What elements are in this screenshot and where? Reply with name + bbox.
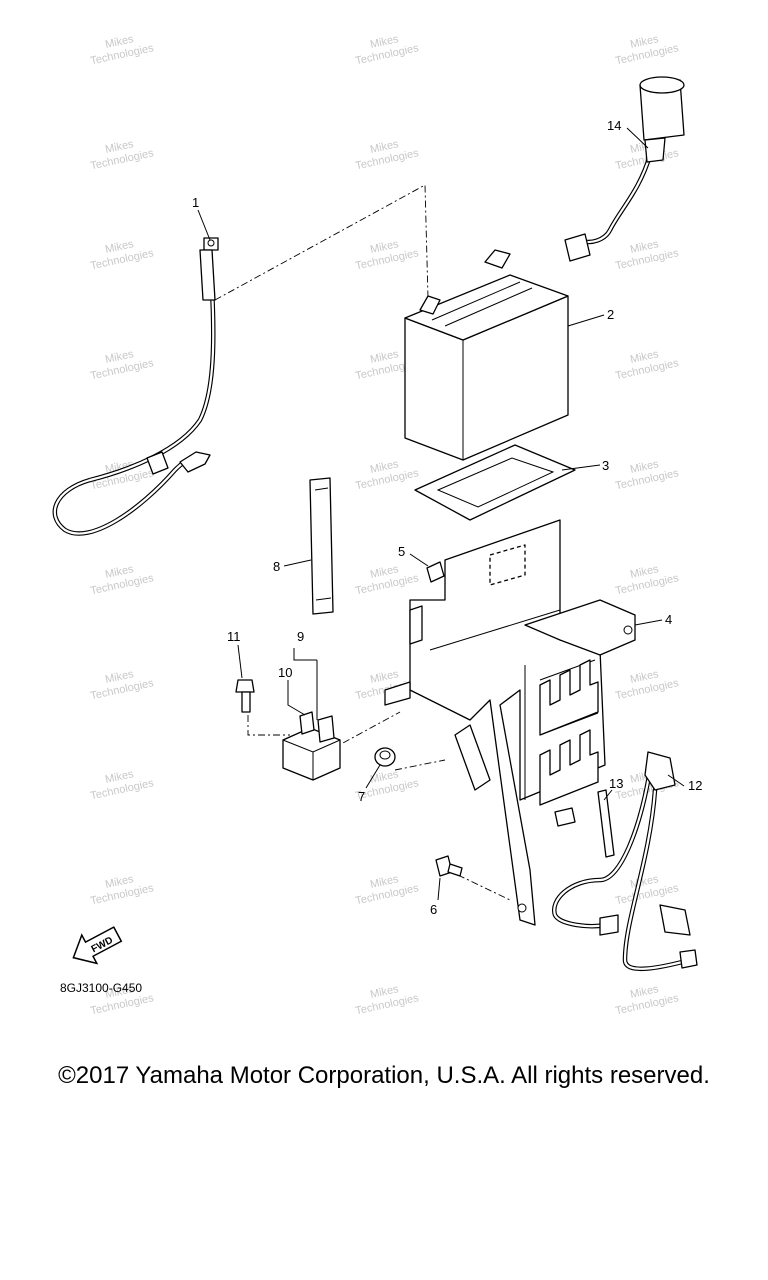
watermark-line-1: Mikes <box>369 458 400 476</box>
leader-lines <box>197 127 685 901</box>
watermark-line-1: Mikes <box>629 238 660 256</box>
watermark-line-1: Mikes <box>629 668 660 686</box>
watermark-line-1: Mikes <box>369 768 400 786</box>
watermark-line-1: Mikes <box>104 873 135 891</box>
battery-part-2 <box>404 249 569 461</box>
watermark-line-1: Mikes <box>104 138 135 156</box>
watermark-line-1: Mikes <box>369 138 400 156</box>
watermark-line-1: Mikes <box>369 563 400 581</box>
watermark-line-1: Mikes <box>104 33 135 51</box>
callout-10: 10 <box>278 665 292 680</box>
bolt-part-6 <box>435 855 463 877</box>
watermark-line-1: Mikes <box>369 668 400 686</box>
callout-11: 11 <box>227 629 241 644</box>
battery-harness-part-1 <box>52 237 219 536</box>
callout-14: 14 <box>607 118 621 133</box>
watermark-line-1: Mikes <box>104 983 135 1001</box>
watermark-line-1: Mikes <box>629 348 660 366</box>
watermark-line-1: Mikes <box>104 668 135 686</box>
callout-6: 6 <box>430 902 437 917</box>
callout-13: 13 <box>609 776 623 791</box>
watermark-line-1: Mikes <box>369 873 400 891</box>
callout-8: 8 <box>273 559 280 574</box>
collar-part-7 <box>374 747 396 767</box>
wire-tie-part-13 <box>554 789 615 858</box>
fwd-arrow-icon: FWD <box>72 926 123 965</box>
starter-relay-part-9 <box>282 711 341 781</box>
callout-9: 9 <box>297 629 304 644</box>
watermark-line-1: Mikes <box>369 983 400 1001</box>
callout-5: 5 <box>398 544 405 559</box>
watermark-line-1: Mikes <box>104 238 135 256</box>
watermark-line-1: Mikes <box>104 768 135 786</box>
battery-pad-part-3 <box>414 444 576 521</box>
diagram-code: 8GJ3100-G450 <box>60 981 142 995</box>
callout-1: 1 <box>192 195 199 210</box>
callout-3: 3 <box>602 458 609 473</box>
watermark-line-1: Mikes <box>629 563 660 581</box>
callout-7: 7 <box>358 789 365 804</box>
watermark-line-1: Mikes <box>629 458 660 476</box>
watermark-line-1: Mikes <box>629 33 660 51</box>
callouts: 1 2 3 4 5 6 7 8 9 10 11 12 13 14 <box>192 118 702 917</box>
watermark-line-1: Mikes <box>369 238 400 256</box>
watermark-line-1: Mikes <box>369 33 400 51</box>
parts-diagram: MikesTechnologiesMikesTechnologiesMikesT… <box>52 33 702 1017</box>
watermark-line-1: Mikes <box>629 983 660 1001</box>
watermark-line-1: Mikes <box>104 563 135 581</box>
callout-4: 4 <box>665 612 672 627</box>
dc-socket-part-14 <box>564 76 685 262</box>
sub-harness-part-12 <box>552 751 698 972</box>
watermark-line-1: Mikes <box>104 348 135 366</box>
callout-12: 12 <box>688 778 702 793</box>
watermark-line-1: Mikes <box>369 348 400 366</box>
watermark-layer: MikesTechnologiesMikesTechnologiesMikesT… <box>89 33 680 1017</box>
battery-box-part-4 <box>384 519 636 926</box>
callout-2: 2 <box>607 307 614 322</box>
copyright-notice: ©2017 Yamaha Motor Corporation, U.S.A. A… <box>58 1062 710 1089</box>
bolt-part-11 <box>235 679 255 713</box>
cap-part-5 <box>426 561 445 583</box>
battery-band-part-8 <box>309 477 334 615</box>
